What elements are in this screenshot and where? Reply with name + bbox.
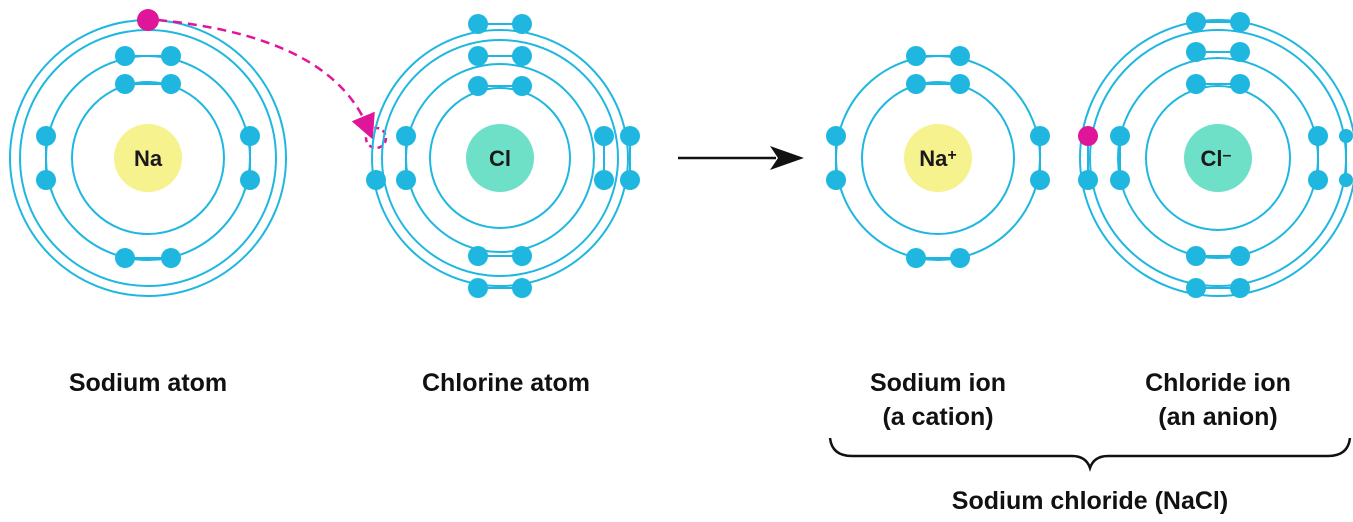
electron-transfer <box>137 9 388 150</box>
chloride-ion-caption-line1: Chloride ion <box>1145 369 1291 397</box>
electron <box>1030 126 1050 146</box>
electron <box>1110 126 1130 146</box>
electron <box>906 248 926 268</box>
chloride-ion-caption-line2: (an anion) <box>1158 403 1278 431</box>
electron <box>594 170 614 190</box>
chloride-ion: Cl– <box>1078 12 1353 298</box>
electron <box>1230 42 1250 62</box>
electron <box>468 76 488 96</box>
electron <box>512 76 532 96</box>
electron <box>115 46 135 66</box>
electron <box>396 126 416 146</box>
electron <box>826 170 846 190</box>
sodium-ion-caption: Sodium ion (a cation) <box>818 366 1058 434</box>
chlorine-atom: Cl <box>366 14 640 298</box>
chloride-ion-electrons <box>1078 12 1353 298</box>
compound-brace <box>828 437 1352 472</box>
electron <box>161 74 181 94</box>
electron <box>1186 42 1206 62</box>
sodium-atom-caption: Sodium atom <box>68 369 228 397</box>
sodium-ion-caption-line2: (a cation) <box>882 403 994 431</box>
transferred-electron <box>137 9 159 31</box>
sodium-atom: Na <box>9 19 287 297</box>
electron <box>1186 278 1206 298</box>
chloride-ion-nucleus <box>1184 124 1252 192</box>
chloride-ion-outer-shell <box>1079 19 1353 297</box>
transfer-path-arrow <box>157 18 375 140</box>
electron <box>240 126 260 146</box>
electron <box>1308 126 1328 146</box>
sodium-ion: Na+ <box>826 46 1050 268</box>
reaction-arrow-head <box>770 146 804 170</box>
electron <box>620 170 640 190</box>
electron <box>1230 278 1250 298</box>
chloride-ion-inner-shell <box>1145 85 1291 231</box>
electron <box>950 248 970 268</box>
sodium-nucleus <box>114 124 182 192</box>
chlorine-nucleus-label: Cl <box>489 146 511 171</box>
chlorine-inner-shell <box>429 87 571 229</box>
chloride-ion-caption: Chloride ion (an anion) <box>1098 366 1338 434</box>
chlorine-atom-caption: Chlorine atom <box>421 369 591 397</box>
electron <box>512 246 532 266</box>
electron <box>161 46 181 66</box>
sodium-electrons <box>36 46 260 268</box>
electron <box>826 126 846 146</box>
chlorine-electrons <box>366 14 640 298</box>
electron <box>240 170 260 190</box>
electron <box>161 248 181 268</box>
chloride-ion-charge: – <box>1223 147 1232 164</box>
electron <box>468 278 488 298</box>
electron <box>1230 12 1250 32</box>
electron <box>950 46 970 66</box>
electron <box>1230 74 1250 94</box>
electron <box>594 126 614 146</box>
electron <box>36 126 56 146</box>
electron <box>468 246 488 266</box>
electron <box>366 170 386 190</box>
sodium-ion-inner-shell <box>861 81 1015 235</box>
sodium-ion-nucleus <box>904 124 972 192</box>
sodium-inner-shell <box>71 81 225 235</box>
sodium-nucleus-label: Na <box>134 146 163 171</box>
electron <box>1030 170 1050 190</box>
sodium-ion-caption-line1: Sodium ion <box>869 369 1007 397</box>
electron <box>468 46 488 66</box>
gained-electron <box>1078 126 1098 146</box>
chloride-ion-label: Cl– <box>1201 146 1232 171</box>
electron <box>1339 129 1353 143</box>
electron <box>115 74 135 94</box>
electron <box>1186 74 1206 94</box>
compound-caption: Sodium chloride (NaCl) <box>951 487 1229 515</box>
sodium-ion-label: Na+ <box>919 146 956 171</box>
electron <box>1308 170 1328 190</box>
electron <box>396 170 416 190</box>
electron <box>512 14 532 34</box>
electron <box>906 46 926 66</box>
sodium-ion-charge: + <box>947 147 956 164</box>
electron <box>1078 170 1098 190</box>
electron <box>512 278 532 298</box>
sodium-ion-electrons <box>826 46 1050 268</box>
electron <box>1110 170 1130 190</box>
reaction-arrow <box>678 146 804 170</box>
electron <box>115 248 135 268</box>
electron <box>36 170 56 190</box>
electron <box>1339 173 1353 187</box>
chlorine-outer-shell-inner-line <box>381 39 619 277</box>
electron <box>950 74 970 94</box>
electron <box>906 74 926 94</box>
electron <box>1186 12 1206 32</box>
chlorine-nucleus <box>466 124 534 192</box>
electron <box>620 126 640 146</box>
electron <box>1186 246 1206 266</box>
electron <box>468 14 488 34</box>
chlorine-outer-shell <box>371 29 629 287</box>
electron <box>512 46 532 66</box>
electron <box>1230 246 1250 266</box>
